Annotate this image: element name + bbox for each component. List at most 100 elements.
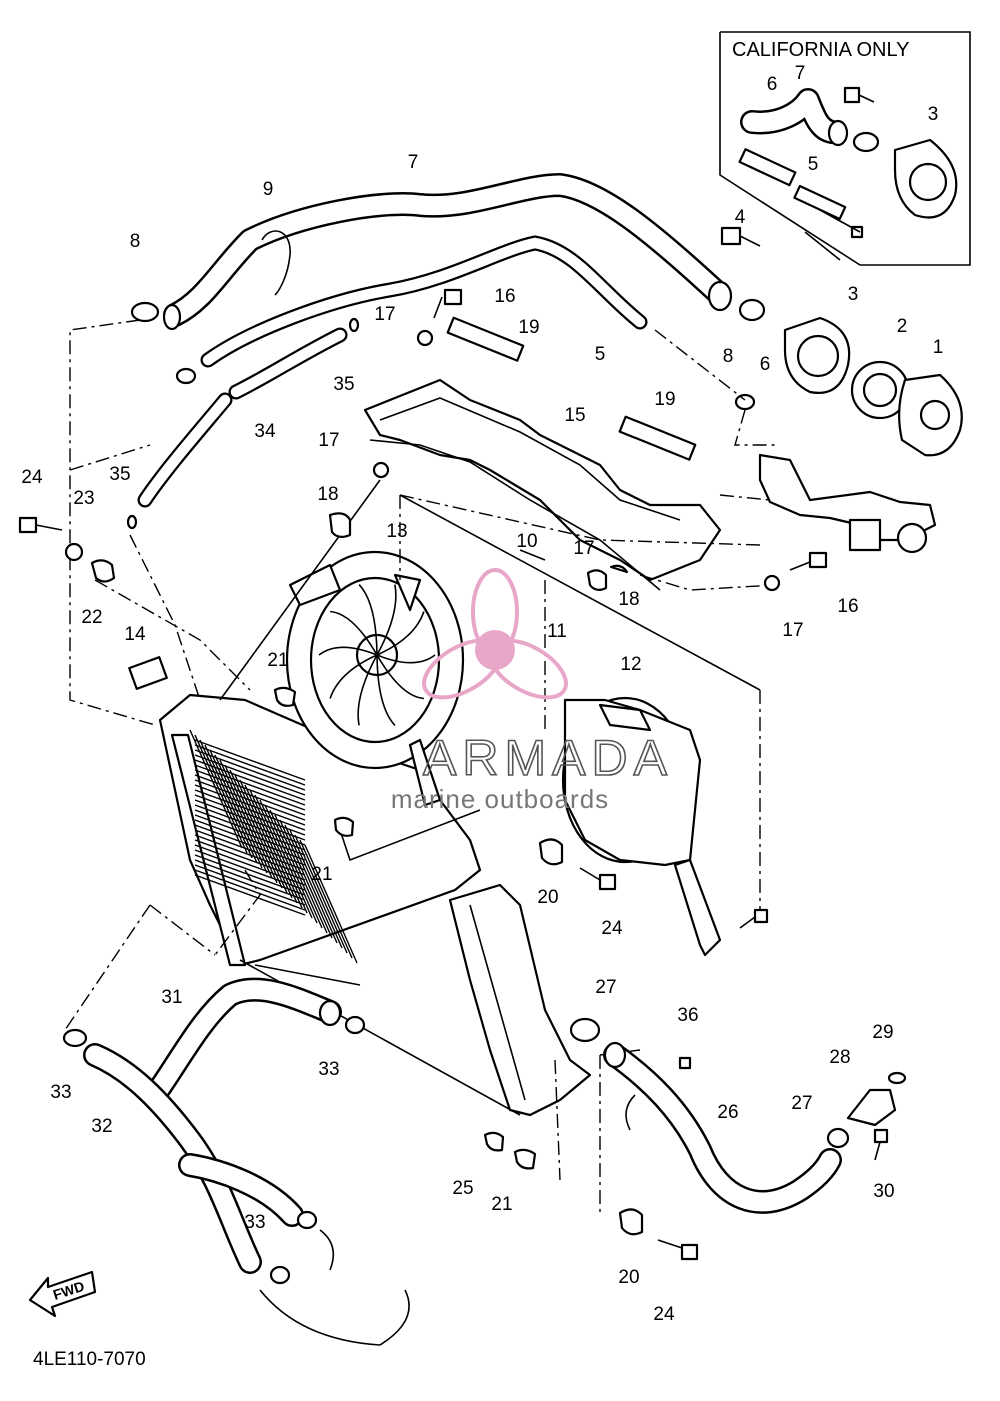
watermark-brand: ARMADA (423, 730, 673, 786)
fan-blade (376, 654, 396, 726)
callout-number: 36 (677, 1005, 698, 1026)
radiator-fin (264, 804, 318, 924)
radiator-fin (194, 794, 306, 836)
callout-number: 21 (491, 1194, 512, 1215)
propeller-hub (475, 630, 515, 670)
callout-number: 31 (161, 987, 182, 1008)
callout-number: 27 (791, 1093, 812, 1114)
callout-number: 27 (595, 977, 616, 998)
callout-number: 25 (452, 1178, 473, 1199)
callout-number: 33 (244, 1212, 265, 1233)
radiator-fin (194, 874, 306, 916)
radiator-fin (194, 804, 306, 846)
cooling-fan-right (561, 696, 722, 957)
hose-clamp (175, 367, 197, 385)
callout-number: 3 (848, 284, 859, 305)
callout-number: 21 (267, 650, 288, 671)
callout-number: 26 (717, 1102, 738, 1123)
radiator-fin (194, 779, 306, 821)
callout-number: 4 (735, 207, 746, 228)
callout-number: 33 (318, 1059, 339, 1080)
callout-number: 5 (808, 154, 819, 175)
callout-number: 14 (124, 624, 146, 645)
radiator-fin (259, 799, 313, 919)
callout-number: 2 (897, 316, 908, 337)
thermostat-housing (720, 226, 963, 554)
callout-number: 7 (795, 63, 806, 84)
radiator-fin (194, 744, 306, 786)
callout-number: 21 (311, 864, 332, 885)
fan-blade (357, 654, 378, 726)
radiator-fin (194, 814, 306, 856)
callout-number: 24 (653, 1304, 675, 1325)
radiator-fin (194, 769, 306, 811)
callout-number: 19 (654, 389, 675, 410)
fan-blade (376, 654, 424, 700)
callout-number: 11 (547, 621, 567, 642)
radiator-fin (194, 844, 306, 886)
callout-numbers: 1233455667788910111213141516161717171718… (21, 63, 943, 1325)
fan-blade (376, 584, 397, 656)
callout-number: 33 (50, 1082, 71, 1103)
radiator-fin (194, 749, 306, 791)
callout-number: 8 (130, 231, 141, 252)
callout-number: 17 (318, 430, 339, 451)
radiator-fin (194, 774, 306, 816)
hose-clamp (738, 298, 766, 322)
radiator-fin (194, 754, 306, 796)
radiator-fin (194, 799, 306, 841)
radiator-fin (194, 739, 306, 781)
callout-number: 30 (873, 1181, 894, 1202)
callout-number: 3 (928, 104, 939, 125)
radiator-bracket (363, 316, 722, 591)
callout-number: 28 (829, 1047, 850, 1068)
fan-blade (330, 610, 378, 656)
callout-number: 6 (767, 74, 778, 95)
radiator-fin (194, 764, 306, 806)
radiator-fin (204, 744, 258, 864)
fwd-arrow-icon: FWD (28, 1270, 97, 1318)
radiator-fin (289, 829, 343, 949)
california-only-title: CALIFORNIA ONLY (732, 39, 909, 61)
fan-blade (358, 584, 378, 656)
fasteners (18, 288, 907, 1261)
radiator-fin (194, 834, 306, 876)
watermark-tagline: marine outboards (391, 784, 609, 814)
callout-number: 15 (564, 405, 585, 426)
armada-watermark: ARMADA marine outboards (391, 568, 673, 814)
callout-number: 5 (595, 344, 606, 365)
callout-number: 17 (573, 538, 594, 559)
callout-number: 12 (620, 654, 641, 675)
lower-hoses (62, 977, 897, 1346)
propeller-logo-icon (422, 568, 568, 700)
diagram-code: 4LE110-7070 (33, 1349, 146, 1370)
hose-clamp (130, 301, 160, 323)
callout-number: 19 (518, 317, 539, 338)
breather-hose (137, 235, 648, 508)
callout-number: 35 (109, 464, 130, 485)
radiator-core (158, 693, 592, 1117)
callout-number: 22 (81, 607, 102, 628)
hose-clamp (734, 393, 756, 411)
callout-number: 13 (386, 521, 407, 542)
radiator-fin (194, 854, 306, 896)
radiator-fin (194, 824, 306, 866)
radiator-fin (194, 859, 306, 901)
radiator-fin (194, 784, 306, 826)
callout-number: 34 (254, 421, 276, 442)
callout-number: 20 (537, 887, 558, 908)
callout-number: 16 (837, 596, 858, 617)
radiator-fin (194, 789, 306, 831)
fan-blade (376, 654, 436, 664)
fan-blade (318, 646, 378, 656)
callout-number: 16 (494, 286, 515, 307)
callout-number: 20 (618, 1267, 639, 1288)
fan-blade (329, 654, 378, 699)
cooling-fan-left (285, 550, 465, 807)
callout-number: 9 (263, 179, 274, 200)
fan-blade (376, 611, 425, 656)
california-only-inset: CALIFORNIA ONLY (719, 31, 971, 266)
radiator-fin (194, 819, 306, 861)
